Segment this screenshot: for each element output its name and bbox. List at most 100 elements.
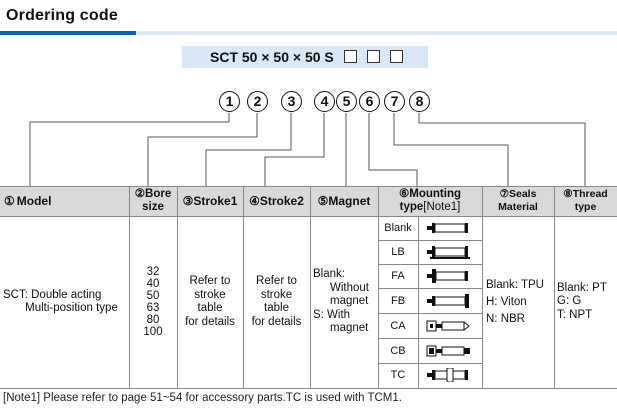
header-bore-label2: size	[142, 201, 164, 213]
bore-size-value: 40	[146, 278, 160, 290]
mounting-label-cb: CB	[390, 345, 406, 357]
thread-cell: Blank: PT G: G T: NPT	[554, 216, 617, 388]
mounting-label-blank: Blank	[384, 222, 412, 234]
header-seals: ⑦Seals Material	[482, 186, 554, 216]
connector-4	[264, 113, 325, 186]
position-number-6: 6	[359, 91, 380, 112]
thread-option: Blank: PT	[557, 281, 607, 294]
header-mounting-label: Mounting	[409, 188, 462, 200]
bore-size-value: 100	[143, 326, 163, 338]
seals-cell: Blank: TPU H: Viton N: NBR	[482, 216, 554, 388]
bore-size-value: 50	[146, 290, 160, 302]
bore-cell: 32 40 50 63 80 100	[129, 216, 177, 388]
bore-size-value: 32	[146, 266, 160, 278]
code-blank-box-2	[366, 50, 380, 63]
header-seals-label2: Material	[498, 201, 538, 213]
cylinder-rear-flange-icon	[427, 294, 469, 308]
header-thread-label: Thread	[572, 188, 608, 200]
header-stroke2-number: ④	[249, 193, 260, 208]
mounting-label-fa: FA	[391, 270, 405, 282]
stroke1-line: Refer to	[189, 275, 231, 287]
cylinder-basic-icon	[427, 223, 468, 233]
code-blank-box-3	[389, 50, 403, 63]
header-seals-number: ⑦	[499, 188, 509, 200]
position-number-1: 1	[219, 91, 240, 112]
connector-6	[368, 113, 418, 186]
position-number-5: 5	[336, 91, 357, 112]
mounting-label-fb: FB	[390, 295, 406, 307]
title-underline	[0, 31, 617, 35]
mounting-label-tc: TC	[390, 369, 406, 381]
header-stroke2-label: Stroke2	[259, 193, 304, 208]
stroke1-line: for details	[185, 315, 235, 328]
stroke2-line: for details	[251, 315, 302, 328]
connector-7	[393, 113, 509, 186]
position-number-3: 3	[281, 91, 302, 112]
seal-option: Blank: TPU	[486, 278, 544, 291]
stroke2-line: Refer to	[256, 275, 297, 287]
position-number-8: 8	[409, 91, 430, 112]
magnet-line: magnet	[330, 322, 369, 335]
position-number-7: 7	[384, 91, 405, 112]
header-magnet-number: ⑤	[317, 193, 329, 208]
connector-2	[147, 113, 258, 186]
code-blank-box-1	[343, 50, 357, 63]
seal-option: N: NBR	[486, 312, 525, 325]
header-mounting-number: ⑥	[398, 188, 410, 200]
stroke1-cell: Refer to stroke table for details	[177, 216, 243, 388]
title-underline-accent	[0, 31, 136, 35]
cylinder-foot-mount-icon	[427, 246, 470, 259]
header-mounting-note: [Note1]	[423, 201, 461, 213]
cylinder-single-clevis-icon	[426, 320, 470, 332]
model-line-1: SCT: Double acting	[3, 288, 102, 301]
header-stroke1-label: Stroke1	[193, 193, 238, 208]
code-text: SCT 50 × 50 × 50 S	[210, 49, 334, 65]
model-cell: SCT: Double acting Multi-position type	[0, 216, 129, 388]
header-model-number: ①	[4, 193, 15, 208]
bore-size-value: 63	[146, 302, 160, 314]
model-line-2: Multi-position type	[25, 302, 118, 314]
cylinder-front-flange-icon	[427, 269, 468, 283]
magnet-line: Blank:	[313, 268, 345, 281]
header-bore-label: Bore	[145, 188, 172, 200]
stroke1-line: table	[197, 302, 223, 314]
page-title: Ordering code	[6, 7, 118, 24]
header-seals-label: Seals	[508, 188, 537, 200]
header-thread-number: ⑧	[563, 188, 573, 200]
stroke2-line: stroke	[260, 288, 293, 301]
header-magnet-label: Magnet	[328, 193, 371, 208]
stroke1-line: stroke	[194, 288, 226, 301]
seal-option: H: Viton	[486, 295, 527, 308]
header-stroke1-number: ③	[182, 193, 194, 208]
code-background	[182, 46, 428, 68]
header-mounting: ⑥Mounting type[Note1]	[378, 186, 482, 216]
bore-size-value: 80	[146, 314, 160, 326]
stroke2-line: table	[264, 302, 289, 314]
thread-option: G: G	[557, 295, 582, 308]
ordering-code: SCT 50 × 50 × 50 S	[210, 49, 403, 65]
magnet-line: S: With	[313, 308, 351, 321]
thread-option: T: NPT	[557, 308, 593, 321]
header-bore: ②Bore size	[129, 186, 177, 216]
header-thread: ⑧Thread type	[554, 186, 617, 216]
mounting-label-ca: CA	[390, 320, 406, 332]
connector-3	[205, 113, 292, 186]
magnet-cell: Blank: Without magnet S: With magnet	[310, 216, 378, 388]
header-thread-label2: type	[574, 201, 597, 213]
cylinder-double-clevis-icon	[426, 345, 470, 357]
cylinder-trunnion-icon	[427, 368, 468, 382]
header-model-label: Model	[16, 193, 52, 208]
connector-1	[29, 113, 230, 186]
stroke2-cell: Refer to stroke table for details	[243, 216, 310, 388]
header-mounting-label2: type	[399, 201, 424, 213]
magnet-line: magnet	[330, 295, 369, 308]
connector-8	[418, 113, 586, 186]
magnet-line: Without	[330, 281, 369, 294]
mounting-label-lb: LB	[391, 246, 405, 258]
position-number-4: 4	[314, 91, 335, 112]
